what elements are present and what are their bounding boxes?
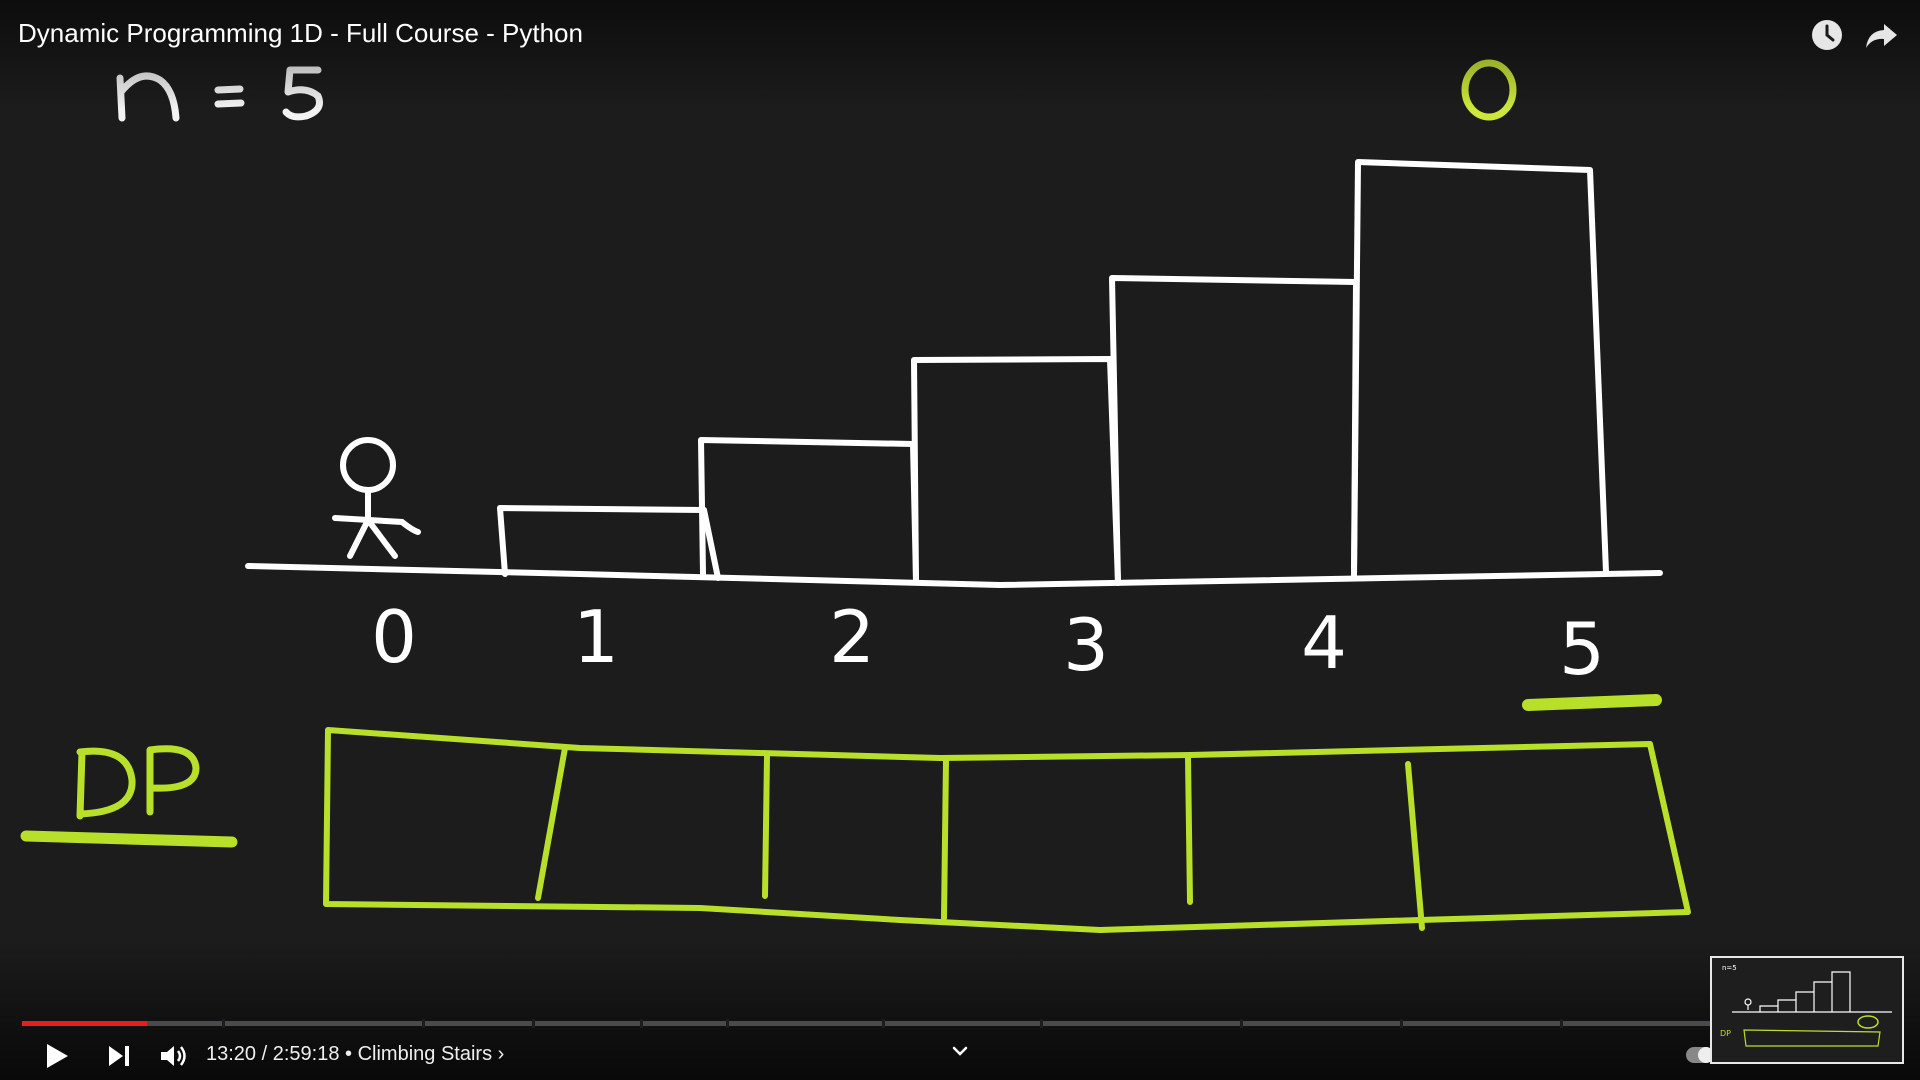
stair-label-5: 5	[1559, 607, 1605, 691]
volume-icon	[161, 1046, 186, 1066]
dp-label	[76, 745, 200, 820]
time-separator: /	[256, 1043, 273, 1065]
stair-label-3: 3	[1063, 603, 1109, 687]
chapter-marker	[532, 1019, 535, 1028]
play-icon	[47, 1044, 68, 1068]
progress-track[interactable]	[22, 1021, 1710, 1026]
svg-text:n=5: n=5	[1722, 964, 1737, 972]
share-arrow-icon[interactable]	[1862, 16, 1900, 54]
time-display: 13:20 / 2:59:18 • Climbing Stairs ›	[206, 1043, 504, 1066]
dp-underline	[20, 830, 238, 848]
chapter-marker	[1240, 1019, 1243, 1028]
control-bar: 13:20 / 2:59:18 • Climbing Stairs ›	[0, 1035, 1920, 1077]
top-overlay	[0, 0, 1920, 110]
chapter-title-link[interactable]: Climbing Stairs ›	[358, 1043, 505, 1065]
stair-label-1: 1	[573, 595, 619, 679]
volume-button[interactable]	[152, 1035, 194, 1077]
svg-text:DP: DP	[1720, 1029, 1731, 1038]
chevron-down-icon[interactable]	[948, 1039, 972, 1063]
skip-next-icon	[109, 1046, 129, 1066]
chapter-marker	[222, 1019, 225, 1028]
chapter-marker	[726, 1019, 729, 1028]
chapter-marker	[1040, 1019, 1043, 1028]
chapter-marker	[1400, 1019, 1403, 1028]
bottom-overlay	[0, 940, 1920, 1080]
underline-5	[1522, 694, 1662, 711]
chapter-arrow: ›	[497, 1043, 505, 1065]
stair-labels: 0 1 2 3 4 5	[371, 595, 1605, 691]
dp-array	[323, 727, 1691, 933]
stair-label-4: 4	[1301, 601, 1347, 685]
time-total: 2:59:18	[272, 1043, 340, 1065]
stair-label-2: 2	[829, 595, 875, 679]
video-title[interactable]: Dynamic Programming 1D - Full Course - P…	[18, 18, 583, 48]
clock-icon[interactable]	[1808, 16, 1846, 54]
time-current: 13:20	[206, 1043, 257, 1065]
next-button[interactable]	[98, 1035, 140, 1077]
chapter-marker	[1560, 1019, 1563, 1028]
stick-figure	[332, 437, 421, 559]
staircase-drawing	[245, 159, 1663, 588]
progress-bar[interactable]	[22, 1019, 1710, 1028]
chapter-separator: •	[339, 1043, 358, 1065]
chapter-marker	[640, 1019, 643, 1028]
chapter-title: Climbing Stairs	[357, 1043, 493, 1065]
progress-played	[22, 1021, 148, 1026]
chapter-marker	[882, 1019, 885, 1028]
play-button[interactable]	[36, 1035, 78, 1077]
stair-label-0: 0	[371, 595, 417, 679]
preview-thumbnail: DP n=5	[1710, 956, 1904, 1064]
chapter-marker	[422, 1019, 425, 1028]
